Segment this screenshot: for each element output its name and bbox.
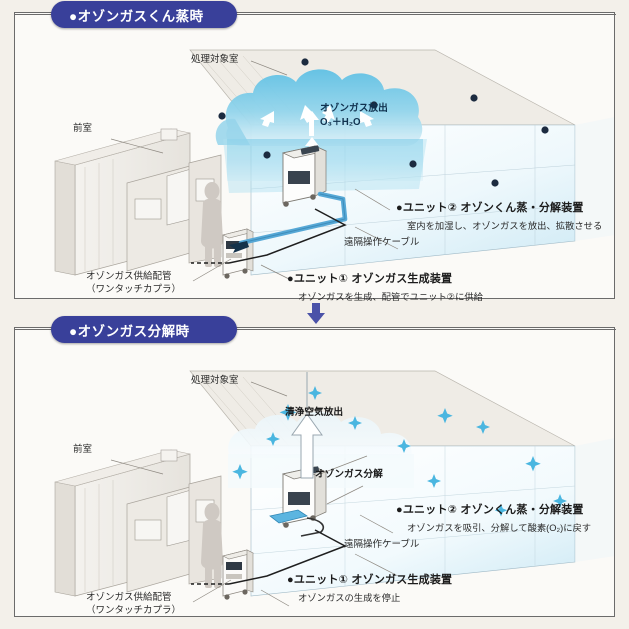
label-target-room-1: 処理対象室 bbox=[191, 54, 239, 65]
supply-pipe2-line2: （ワンタッチカプラ） bbox=[86, 604, 182, 616]
badge-rule-top bbox=[15, 14, 616, 15]
panel-fumigation: ●オゾンガスくん蒸時 bbox=[14, 1, 616, 302]
supply-pipe-line2: （ワンタッチカプラ） bbox=[86, 283, 182, 295]
label-anteroom-2: 前室 bbox=[73, 444, 93, 455]
callout-unit2-sub-2: オゾンガスを吸引、分解して酸素(O₂)に戻す bbox=[407, 523, 592, 533]
callout-unit1-heading-2: ●ユニット① オゾンガス生成装置 bbox=[287, 574, 453, 586]
label-clean-air-release: 清浄空気放出 bbox=[285, 406, 343, 420]
callout-unit1-decomposition: ●ユニット① オゾンガス生成装置 オゾンガスの生成を停止 bbox=[287, 571, 452, 604]
label-ozone-decompose: オゾンガス分解 bbox=[315, 469, 383, 480]
label-anteroom-1: 前室 bbox=[73, 123, 93, 134]
transition-down-arrow bbox=[306, 303, 326, 324]
label-target-room-2: 処理対象室 bbox=[191, 375, 239, 386]
label-remote-cable-1: 遠隔操作ケーブル bbox=[344, 237, 420, 248]
callout-unit2-fumigation: ●ユニット② オゾンくん蒸・分解装置 室内を加湿し、オゾンガスを放出、拡散させる bbox=[396, 199, 602, 232]
panel-decomposition: ●オゾンガス分解時 bbox=[14, 316, 616, 618]
emission-formula: O₃＋H₂O bbox=[320, 117, 361, 129]
callout-unit2-heading-2: ●ユニット② オゾンくん蒸・分解装置 bbox=[396, 504, 584, 516]
label-supply-pipe-1: オゾンガス供給配管 （ワンタッチカプラ） bbox=[86, 271, 181, 297]
badge-rule-top-2 bbox=[15, 329, 616, 330]
supply-pipe2-line1: オゾンガス供給配管 bbox=[86, 592, 172, 603]
callout-unit1-fumigation: ●ユニット① オゾンガス生成装置 オゾンガスを生成、配管でユニット②に供給 bbox=[287, 270, 483, 303]
clean-air-line1: 清浄空気放出 bbox=[285, 407, 344, 418]
callout-unit2-sub: 室内を加湿し、オゾンガスを放出、拡散させる bbox=[407, 221, 603, 231]
callout-unit1-heading: ●ユニット① オゾンガス生成装置 bbox=[287, 273, 453, 285]
callout-unit1-sub-2: オゾンガスの生成を停止 bbox=[298, 593, 401, 603]
callout-unit2-heading: ●ユニット② オゾンくん蒸・分解装置 bbox=[396, 202, 584, 214]
supply-pipe-line1: オゾンガス供給配管 bbox=[86, 271, 172, 282]
scene-decomposition bbox=[15, 328, 614, 616]
label-ozone-emission: オゾンガス放出 O₃＋H₂O bbox=[320, 102, 388, 130]
callout-unit1-sub: オゾンガスを生成、配管でユニット②に供給 bbox=[298, 292, 483, 302]
emission-line1: オゾンガス放出 bbox=[320, 103, 388, 114]
label-remote-cable-2: 遠隔操作ケーブル bbox=[344, 539, 420, 550]
label-supply-pipe-2: オゾンガス供給配管 （ワンタッチカプラ） bbox=[86, 592, 181, 618]
callout-unit2-decomposition: ●ユニット② オゾンくん蒸・分解装置 オゾンガスを吸引、分解して酸素(O₂)に戻… bbox=[396, 501, 591, 534]
panel-title-badge-decomposition: ●オゾンガス分解時 bbox=[51, 316, 237, 343]
panel-title-badge-fumigation: ●オゾンガスくん蒸時 bbox=[51, 1, 237, 28]
scene-fumigation bbox=[15, 13, 614, 298]
